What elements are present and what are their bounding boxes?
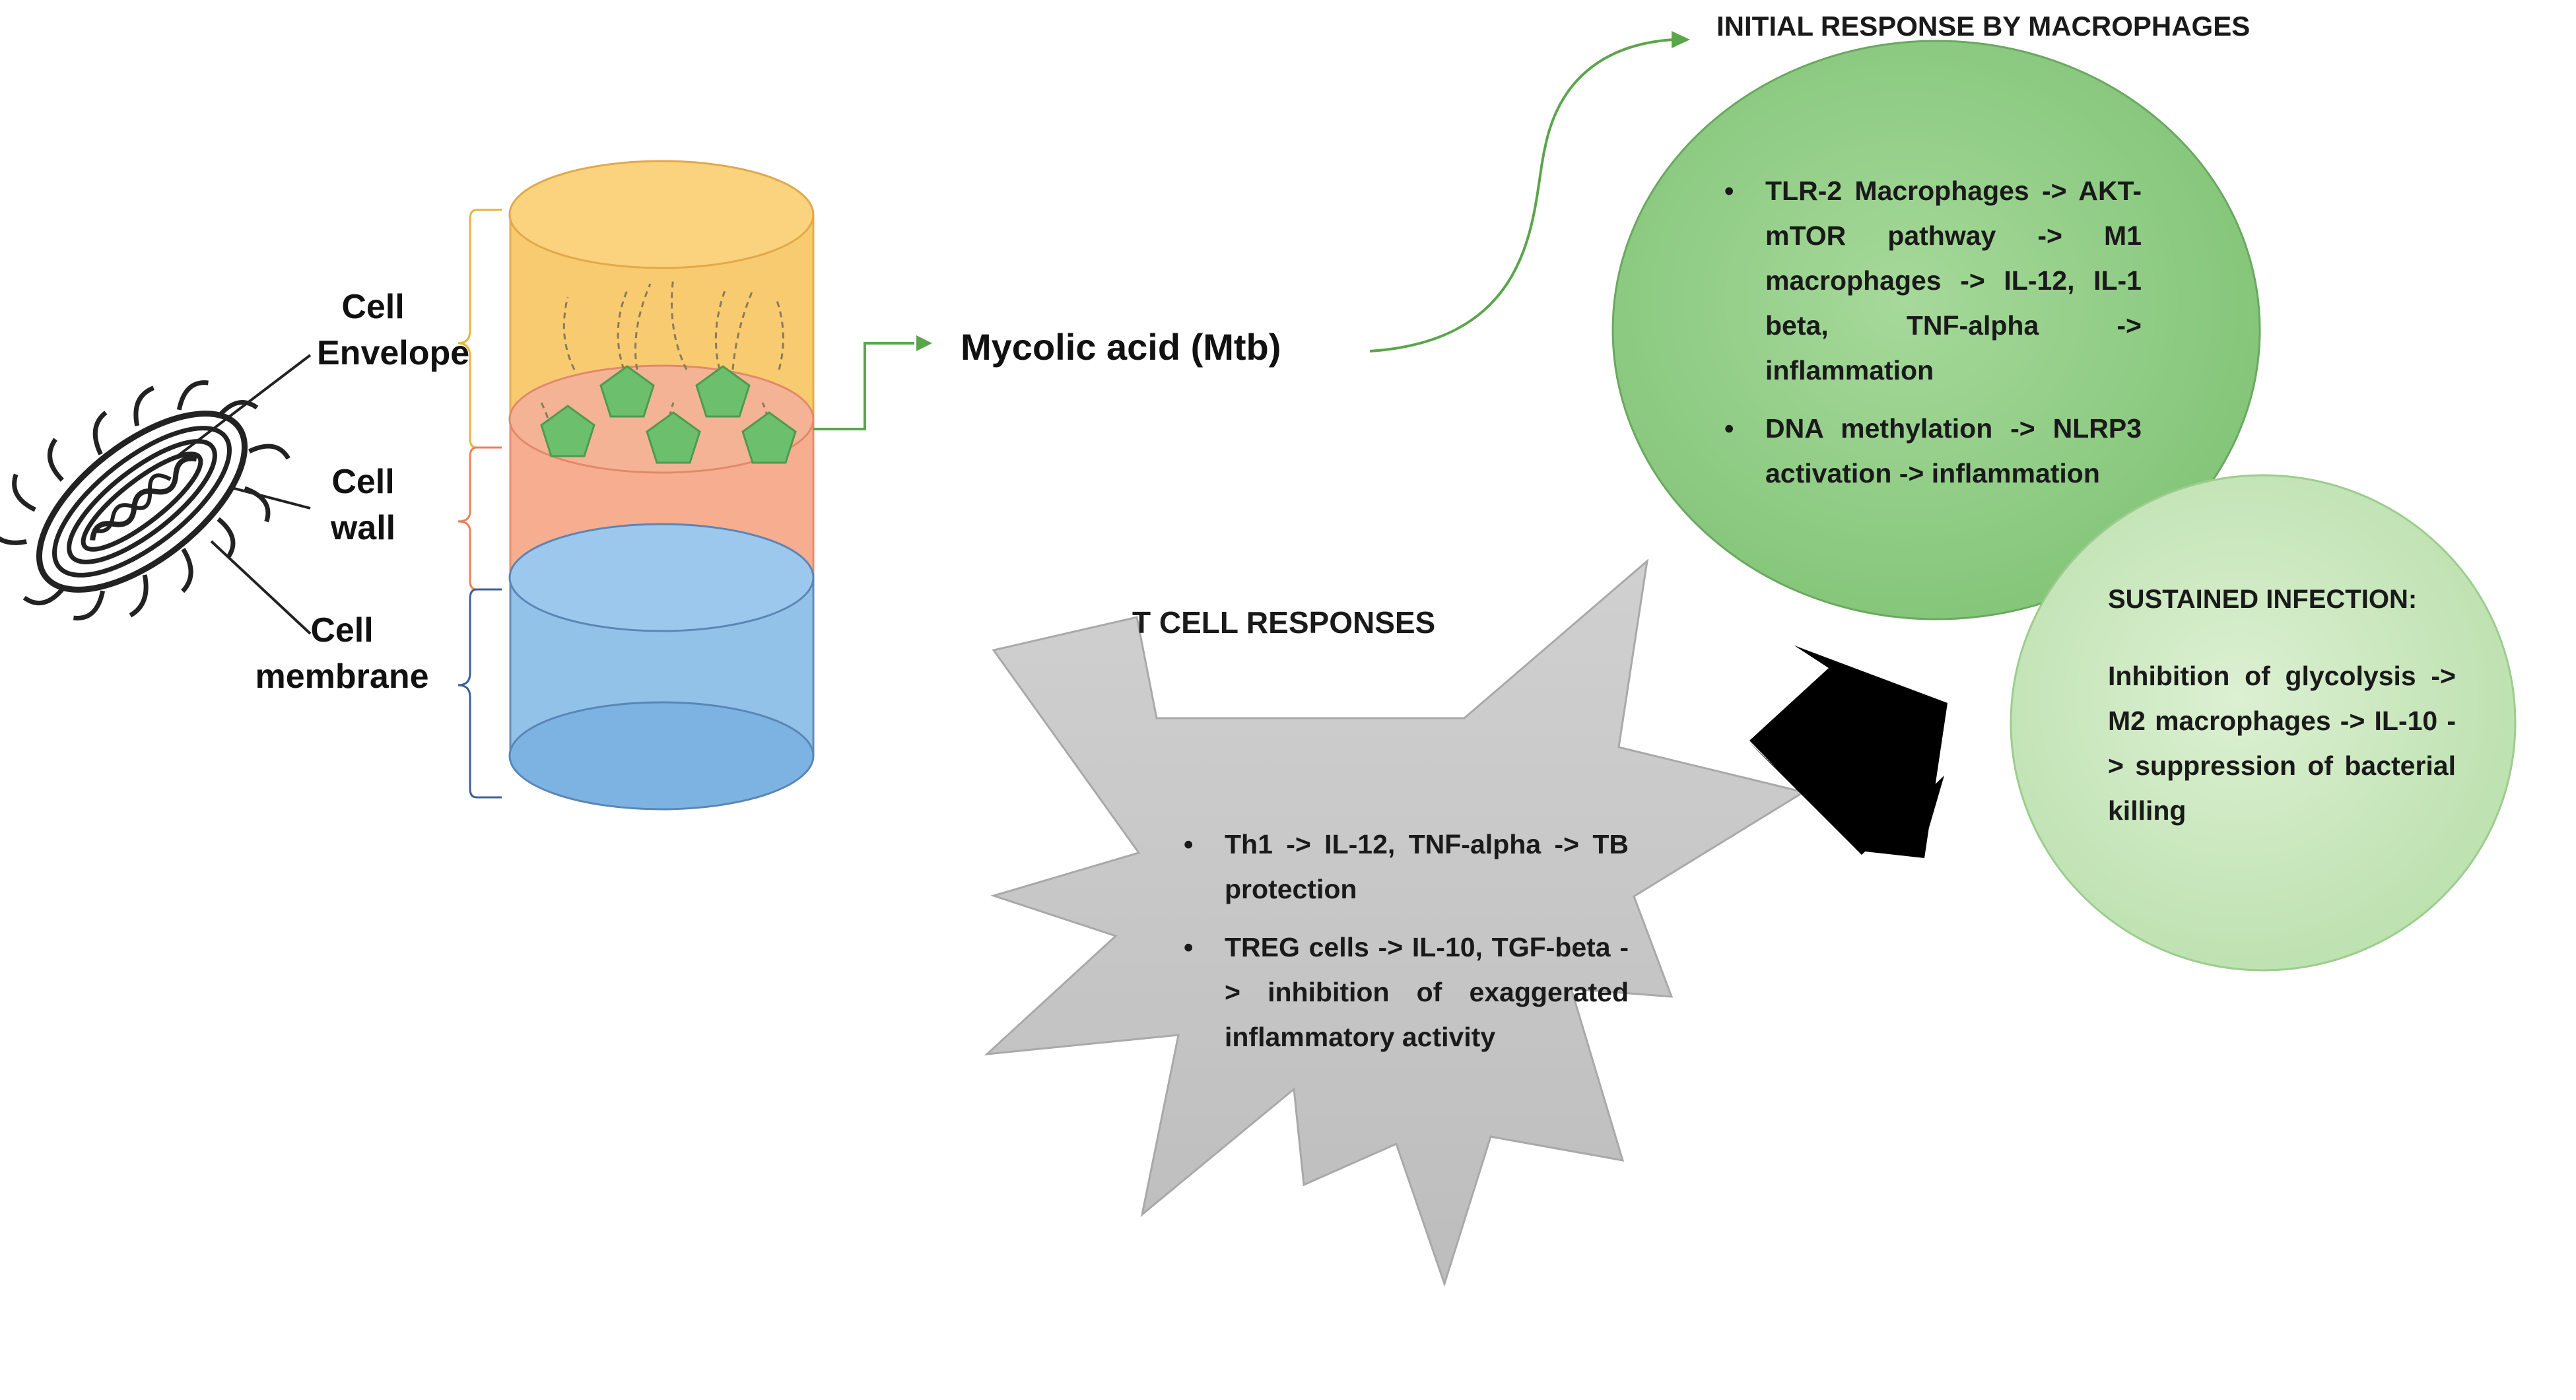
t-cell-starburst — [984, 558, 1806, 1287]
t-cell-title: T CELL RESPONSES — [1132, 605, 1436, 640]
envelope-bracket — [458, 209, 502, 449]
sustained-infection-title: SUSTAINED INFECTION: — [2108, 585, 2418, 614]
layer-brackets — [458, 209, 502, 799]
initial-response-title: INITIAL RESPONSE BY MACROPHAGES — [1716, 11, 2251, 42]
wall-bracket — [458, 446, 502, 591]
mycolic-acid-label: Mycolic acid (Mtb) — [961, 326, 1281, 368]
mycolic-pentagons — [540, 365, 797, 464]
cell-membrane-label: Cell membrane — [255, 611, 429, 696]
bacterium-illustration — [0, 380, 290, 620]
t-cell-block: Th1 -> IL-12, TNF-alpha -> TB protection… — [1184, 822, 1629, 1073]
pentagon-shape — [599, 365, 655, 418]
pentagon-shape — [741, 411, 797, 464]
mycolic-arrow — [813, 335, 932, 430]
big-black-arrow-head — [1749, 646, 1948, 858]
cell-wall-label: Cell wall — [330, 463, 396, 548]
initial-response-bullet: DNA methylation -> NLRP3 activation -> i… — [1724, 406, 2142, 496]
pentagon-shape — [540, 405, 595, 457]
t-cell-bullet: TREG cells -> IL-10, TGF-beta -> inhibit… — [1184, 925, 1629, 1059]
sustained-infection-text: Inhibition of glycolysis -> M2 macrophag… — [2108, 661, 2456, 826]
t-cell-bullet: Th1 -> IL-12, TNF-alpha -> TB protection — [1184, 822, 1629, 912]
pentagon-shape — [695, 365, 751, 418]
cell-envelope-label: Cell Envelope — [317, 288, 470, 373]
leader-lines — [177, 354, 312, 635]
cell-cylinder — [508, 160, 815, 811]
pentagon-shape — [646, 411, 701, 464]
membrane-bracket — [458, 588, 502, 799]
curve-arrow — [1369, 31, 1690, 352]
initial-response-bullet: TLR-2 Macrophages -> AKT-mTOR pathway ->… — [1724, 168, 2142, 393]
sustained-infection-circle — [2010, 474, 2517, 972]
initial-response-block: TLR-2 Macrophages -> AKT-mTOR pathway ->… — [1724, 168, 2142, 509]
